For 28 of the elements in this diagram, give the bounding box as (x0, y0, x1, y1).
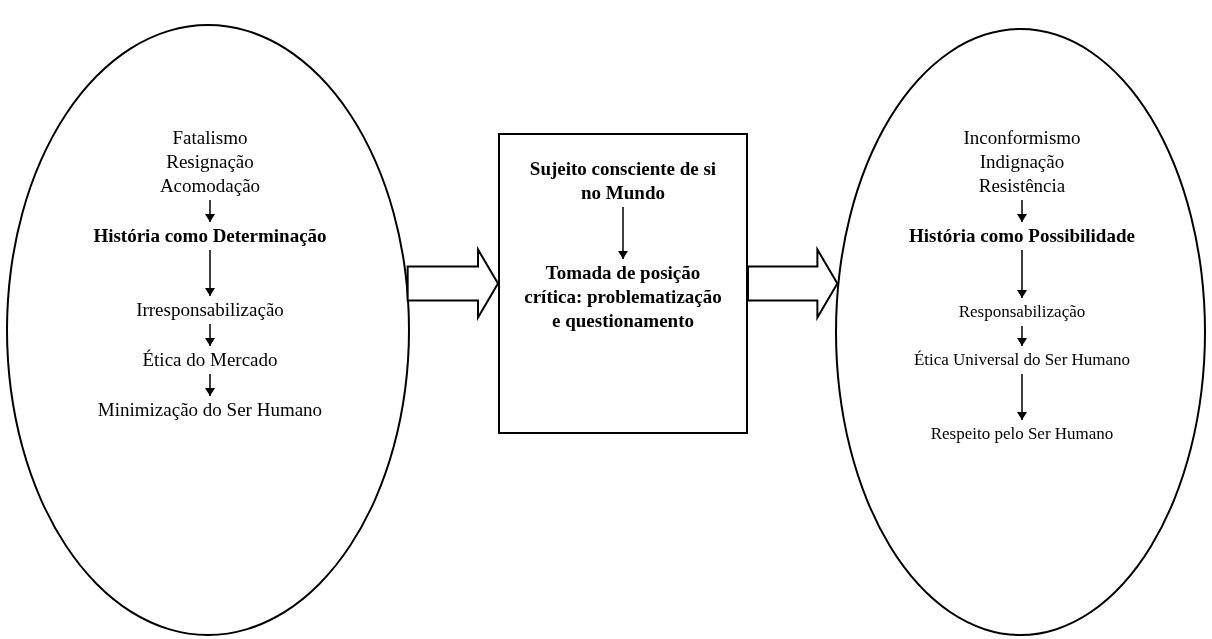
term-text: Ética Universal do Ser Humano (913, 349, 1131, 371)
arrow (205, 249, 215, 297)
arrow (1017, 199, 1027, 223)
term-text: Ética do Mercado (142, 348, 278, 372)
process-box (498, 133, 748, 434)
term-text: Inconformismo (963, 126, 1081, 150)
term-text: Respeito pelo Ser Humano (930, 423, 1114, 445)
term-text: Resignação (166, 150, 254, 174)
term-text: Indignação (979, 150, 1065, 174)
term-text: Irresponsabilização (136, 298, 284, 322)
arrow (618, 206, 628, 260)
block-arrow (406, 245, 500, 322)
term-text: Fatalismo (172, 126, 248, 150)
heading-text: História como Determinação (93, 224, 327, 248)
arrow (205, 199, 215, 223)
term-text: Resistência (978, 174, 1066, 198)
term-text: Minimização do Ser Humano (97, 398, 323, 422)
arrow (205, 373, 215, 397)
heading-text: Sujeito consciente de si no Mundo (528, 157, 718, 205)
heading-text: Tomada de posição crítica: problematização e questionamento (523, 261, 723, 333)
arrow (1017, 249, 1027, 299)
heading-text: História como Possibilidade (909, 224, 1135, 248)
arrow (1017, 325, 1027, 347)
arrow (205, 323, 215, 347)
arrow (1017, 373, 1027, 421)
term-text: Responsabilização (958, 301, 1086, 323)
block-arrow (747, 245, 839, 322)
term-text: Acomodação (159, 174, 261, 198)
